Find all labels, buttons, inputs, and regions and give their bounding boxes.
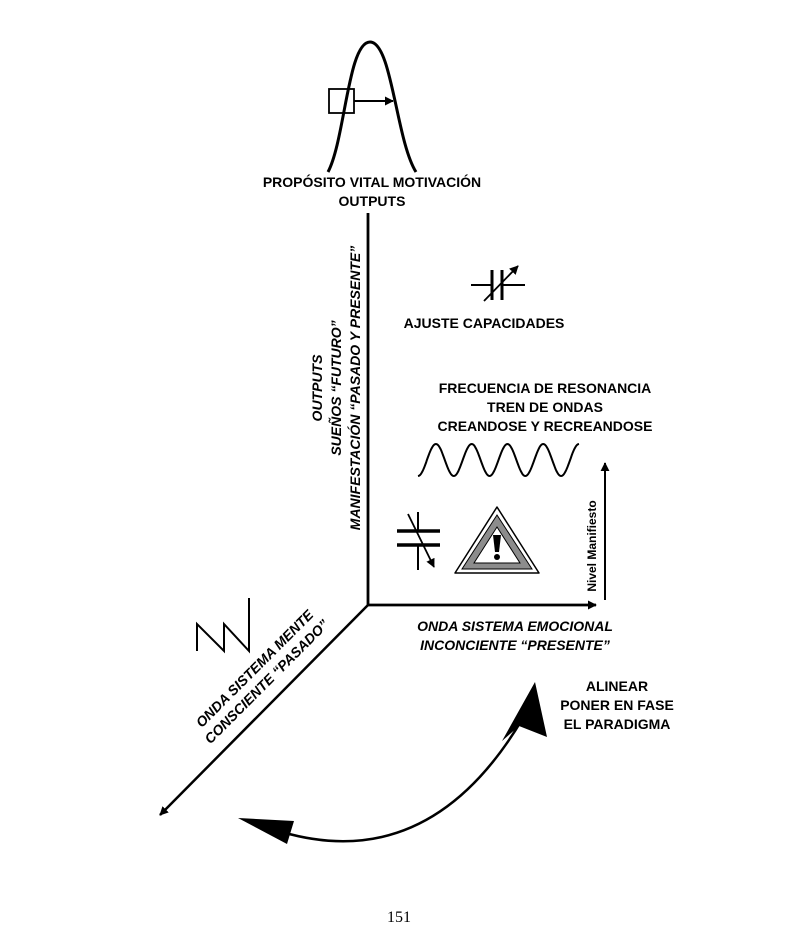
horizontal-axis-label-1: ONDA SISTEMA EMOCIONAL [417, 618, 613, 634]
vertical-axis-label-1: OUTPUTS [309, 354, 325, 422]
sawtooth-wave-icon [196, 598, 250, 654]
resonance-line2: TREN DE ONDAS [487, 399, 603, 415]
diagonal-axis-label-1: ONDA SISTEMA MENTE [193, 606, 317, 730]
top-title-line2: OUTPUTS [339, 193, 406, 209]
diagonal-axis [159, 604, 369, 816]
variable-capacitor-icon [471, 265, 525, 302]
bell-curve-icon [326, 40, 418, 173]
vertical-axis-label-3: MANIFESTACIÓN “PASADO Y PRESENTE” [346, 246, 363, 530]
alinear-line1: ALINEAR [586, 678, 648, 694]
alinear-line2: PONER EN FASE [560, 697, 674, 713]
nivel-label: Nivel Manifiesto [585, 500, 599, 591]
alinear-line3: EL PARADIGMA [564, 716, 671, 732]
warning-triangle-icon [454, 506, 540, 574]
curved-double-arrow-icon [238, 682, 547, 844]
sine-wave-icon [417, 442, 580, 478]
resonance-line3: CREANDOSE Y RECREANDOSE [438, 418, 653, 434]
vertical-axis-label-2: SUEÑOS “FUTURO” [327, 320, 344, 455]
top-title-line1: PROPÓSITO VITAL MOTIVACIÓN [263, 173, 481, 190]
vertical-variable-capacitor-icon [397, 512, 440, 570]
diagonal-axis-label-2: CONSCIENTE “PASADO” [201, 616, 331, 746]
resonance-line1: FRECUENCIA DE RESONANCIA [439, 380, 652, 396]
page-number: 151 [387, 909, 411, 926]
horizontal-axis-label-2: INCONCIENTE “PRESENTE” [420, 637, 610, 653]
capacitor-label: AJUSTE CAPACIDADES [404, 315, 565, 331]
